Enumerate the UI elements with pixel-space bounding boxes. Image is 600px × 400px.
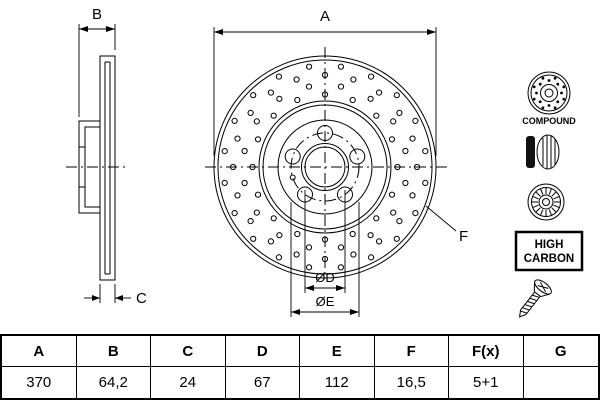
dia-d-label: ØD (315, 270, 335, 285)
compound-disc-icon (527, 71, 571, 115)
spec-value-d: 67 (226, 367, 300, 398)
high-carbon-badge: HIGH CARBON (514, 230, 584, 272)
dim-f-label: F (459, 228, 468, 245)
coated-disc-icon (527, 183, 565, 221)
spec-header-f: F (374, 336, 449, 367)
dia-e-label: ØE (316, 294, 335, 309)
spec-header-b: B (76, 336, 151, 367)
spec-header-c: C (151, 336, 226, 367)
f-leader-line (425, 205, 457, 232)
spec-header-g: G (523, 336, 598, 367)
high-carbon-line2: CARBON (524, 253, 574, 265)
dim-c-label: C (136, 290, 147, 307)
spec-header-a: A (2, 336, 77, 367)
locating-hole (289, 174, 296, 181)
high-carbon-line1: HIGH (535, 239, 564, 251)
spec-value-fx: 5+1 (449, 367, 524, 398)
front-view (205, 47, 447, 279)
spec-value-e: 112 (300, 367, 375, 398)
dimension-lines (78, 24, 457, 317)
dim-b-label: B (92, 6, 102, 23)
spec-value-g (524, 367, 599, 398)
spec-table: A B C D E F F(x) G 370 64,2 24 67 112 16… (0, 334, 600, 400)
spec-header-fx: F(x) (449, 336, 524, 367)
spec-header-e: E (300, 336, 375, 367)
spec-value-c: 24 (151, 367, 226, 398)
dimension-arrowheads (79, 26, 436, 315)
spec-header-d: D (225, 336, 300, 367)
side-view (66, 55, 128, 281)
countersunk-screw-icon (518, 279, 552, 318)
compound-label: COMPOUND (522, 116, 576, 126)
dim-a-label: A (320, 8, 330, 25)
spec-value-b: 64,2 (77, 367, 151, 398)
spec-value-a: 370 (2, 367, 77, 398)
brake-pad-with-disc-icon (526, 134, 560, 170)
spec-value-f: 16,5 (375, 367, 449, 398)
technical-drawing: A B C ØD ØE F COMPOUND HIGH CARBON (66, 6, 584, 318)
